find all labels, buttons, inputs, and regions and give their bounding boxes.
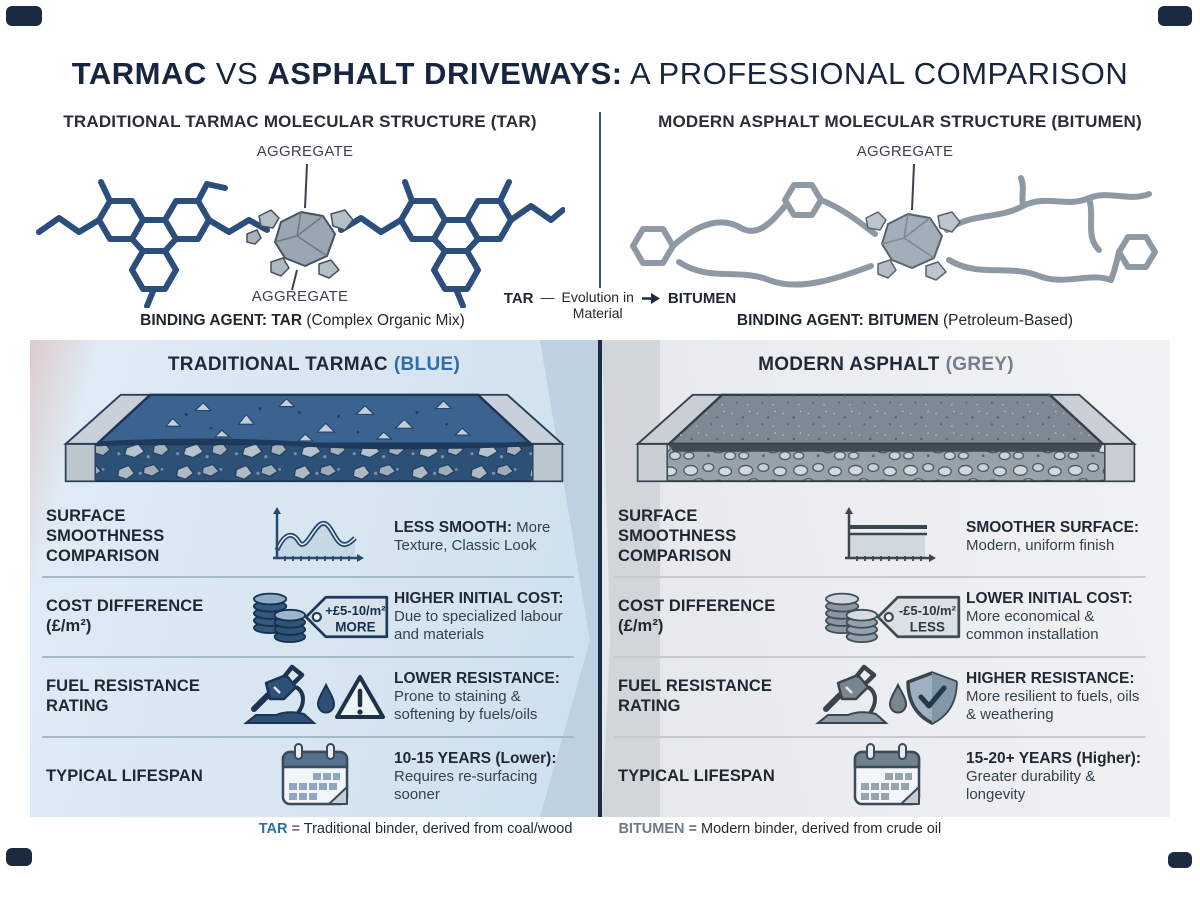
wavy-line-chart-icon [236, 506, 394, 568]
evolution-to: BITUMEN [667, 290, 737, 307]
flat-line-chart-icon [808, 506, 966, 568]
aggregate-rocks [865, 163, 961, 281]
row-label: FUEL RESISTANCE RATING [46, 677, 200, 715]
tar-molecule-diagram [36, 163, 565, 308]
svg-text:LESS: LESS [910, 619, 945, 634]
row-separator [614, 656, 1146, 658]
binding-bold: BINDING AGENT: TAR [140, 312, 303, 329]
asphalt-panel: MODERN ASPHALT(GREY) [602, 340, 1170, 817]
asphalt-panel-heading: MODERN ASPHALT(GREY) [758, 354, 1014, 375]
aggregate-pointer-line [304, 163, 308, 209]
row-description: HIGHER INITIAL COST: Due to specialized … [394, 589, 564, 644]
row-separator [42, 576, 574, 578]
row-description: 10-15 YEARS (Lower): Requires re-surfaci… [394, 749, 557, 804]
coins-price-tag-icon: -£5-10/m² LESS [808, 581, 966, 653]
row-label: COST DIFFERENCE (£/m²) [46, 597, 204, 635]
comparison-row-cost: COST DIFFERENCE (£/m²) -£5-10/m² [602, 578, 1170, 656]
title-vs: VS [206, 56, 268, 91]
panel-divider [598, 340, 602, 817]
corner-mark [1168, 852, 1192, 868]
svg-text:-£5-10/m²: -£5-10/m² [899, 603, 957, 618]
binding-bold: BINDING AGENT: BITUMEN [736, 312, 939, 329]
row-description: LOWER RESISTANCE: Prone to staining & so… [394, 669, 560, 724]
corner-mark [6, 848, 32, 866]
row-description: HIGHER RESISTANCE: More resilient to fue… [966, 669, 1140, 724]
molecular-section-divider [599, 112, 601, 288]
row-separator [42, 656, 574, 658]
row-label: COST DIFFERENCE (£/m²) [618, 597, 776, 635]
aggregate-label: AGGREGATE [256, 143, 354, 160]
evolution-from: TAR [503, 290, 534, 307]
row-label: SURFACE SMOOTHNESS COMPARISON [618, 507, 737, 565]
tarmac-molecular-heading: TRADITIONAL TARMAC MOLECULAR STRUCTURE (… [63, 112, 537, 131]
tar-definition: TAR = Traditional binder, derived from c… [258, 821, 573, 837]
title-asphalt: ASPHALT DRIVEWAYS: [267, 56, 623, 91]
comparison-row-surface: SURFACE SMOOTHNESS COMPARISON [602, 498, 1170, 576]
comparison-row-fuel: FUEL RESISTANCE RATING HIGHER RESISTANCE… [602, 658, 1170, 736]
tarmac-panel-heading: TRADITIONAL TARMAC(BLUE) [167, 354, 461, 375]
evolution-in-material-label: TAR — Evolution in Material BITUMEN [492, 289, 748, 321]
row-label: FUEL RESISTANCE RATING [618, 677, 772, 715]
row-description: LESS SMOOTH: More Texture, Classic Look [394, 518, 551, 555]
fuel-nozzle-shield-icon [808, 663, 966, 731]
aggregate-rocks [246, 209, 354, 279]
evolution-dash: — [540, 289, 555, 305]
title-rest: A PROFESSIONAL COMPARISON [622, 56, 1129, 91]
heading-accent: (BLUE) [393, 354, 461, 375]
row-description: SMOOTHER SURFACE: Modern, uniform finish [966, 518, 1140, 555]
aggregate-pointer-line [911, 163, 915, 211]
evolution-caption: Evolution in Material [561, 289, 634, 322]
row-separator [614, 576, 1146, 578]
corner-mark [6, 6, 42, 26]
calendar-icon [236, 742, 394, 812]
asphalt-driveway-cross-section [635, 393, 1137, 483]
arrow-right-icon [641, 293, 660, 304]
svg-text:MORE: MORE [335, 619, 375, 634]
row-description: LOWER INITIAL COST: More economical & co… [966, 589, 1133, 644]
bitumen-definition: BITUMEN = Modern binder, derived from cr… [618, 821, 942, 837]
aggregate-pointer-line [291, 269, 298, 291]
bitumen-binding-agent-label: BINDING AGENT: BITUMEN (Petroleum-Based) [640, 312, 1170, 330]
comparison-row-surface: SURFACE SMOOTHNESS COMPARISON [30, 498, 598, 576]
title-tarmac: TARMAC [71, 56, 207, 91]
calendar-icon [808, 742, 966, 812]
heading-accent: (GREY) [945, 354, 1014, 375]
comparison-row-fuel: FUEL RESISTANCE RATING LOWER RESISTANCE:… [30, 658, 598, 736]
coins-price-tag-icon: +£5-10/m² MORE [236, 581, 394, 653]
row-label: SURFACE SMOOTHNESS COMPARISON [46, 507, 165, 565]
comparison-row-lifespan: TYPICAL LIFESPAN 10-15 Y [30, 738, 598, 816]
aggregate-label: AGGREGATE [251, 288, 349, 305]
corner-mark [1158, 6, 1192, 26]
row-description: 15-20+ YEARS (Higher): Greater durabilit… [966, 749, 1142, 804]
bitumen-molecule-diagram [630, 163, 1158, 288]
row-label: TYPICAL LIFESPAN [618, 767, 775, 786]
row-separator [614, 736, 1146, 738]
tar-binding-agent-label: BINDING AGENT: TAR (Complex Organic Mix) [30, 312, 575, 330]
comparison-row-cost: COST DIFFERENCE (£/m²) +£5-10/m² [30, 578, 598, 656]
aggregate-label: AGGREGATE [856, 143, 954, 160]
svg-text:+£5-10/m²: +£5-10/m² [325, 603, 386, 618]
comparison-row-lifespan: TYPICAL LIFESPAN 15-20+ [602, 738, 1170, 816]
binding-rest: (Petroleum-Based) [938, 312, 1074, 329]
tarmac-panel: TRADITIONAL TARMAC(BLUE) [30, 340, 598, 817]
row-label: TYPICAL LIFESPAN [46, 767, 203, 786]
fuel-nozzle-warning-icon [236, 663, 394, 731]
tarmac-driveway-cross-section [63, 393, 565, 483]
row-separator [42, 736, 574, 738]
binding-rest: (Complex Organic Mix) [302, 312, 465, 329]
page-title: TARMAC VS ASPHALT DRIVEWAYS: A PROFESSIO… [0, 56, 1200, 92]
asphalt-molecular-heading: MODERN ASPHALT MOLECULAR STRUCTURE (BITU… [658, 112, 1142, 131]
legend-footer: TAR = Traditional binder, derived from c… [0, 821, 1200, 837]
